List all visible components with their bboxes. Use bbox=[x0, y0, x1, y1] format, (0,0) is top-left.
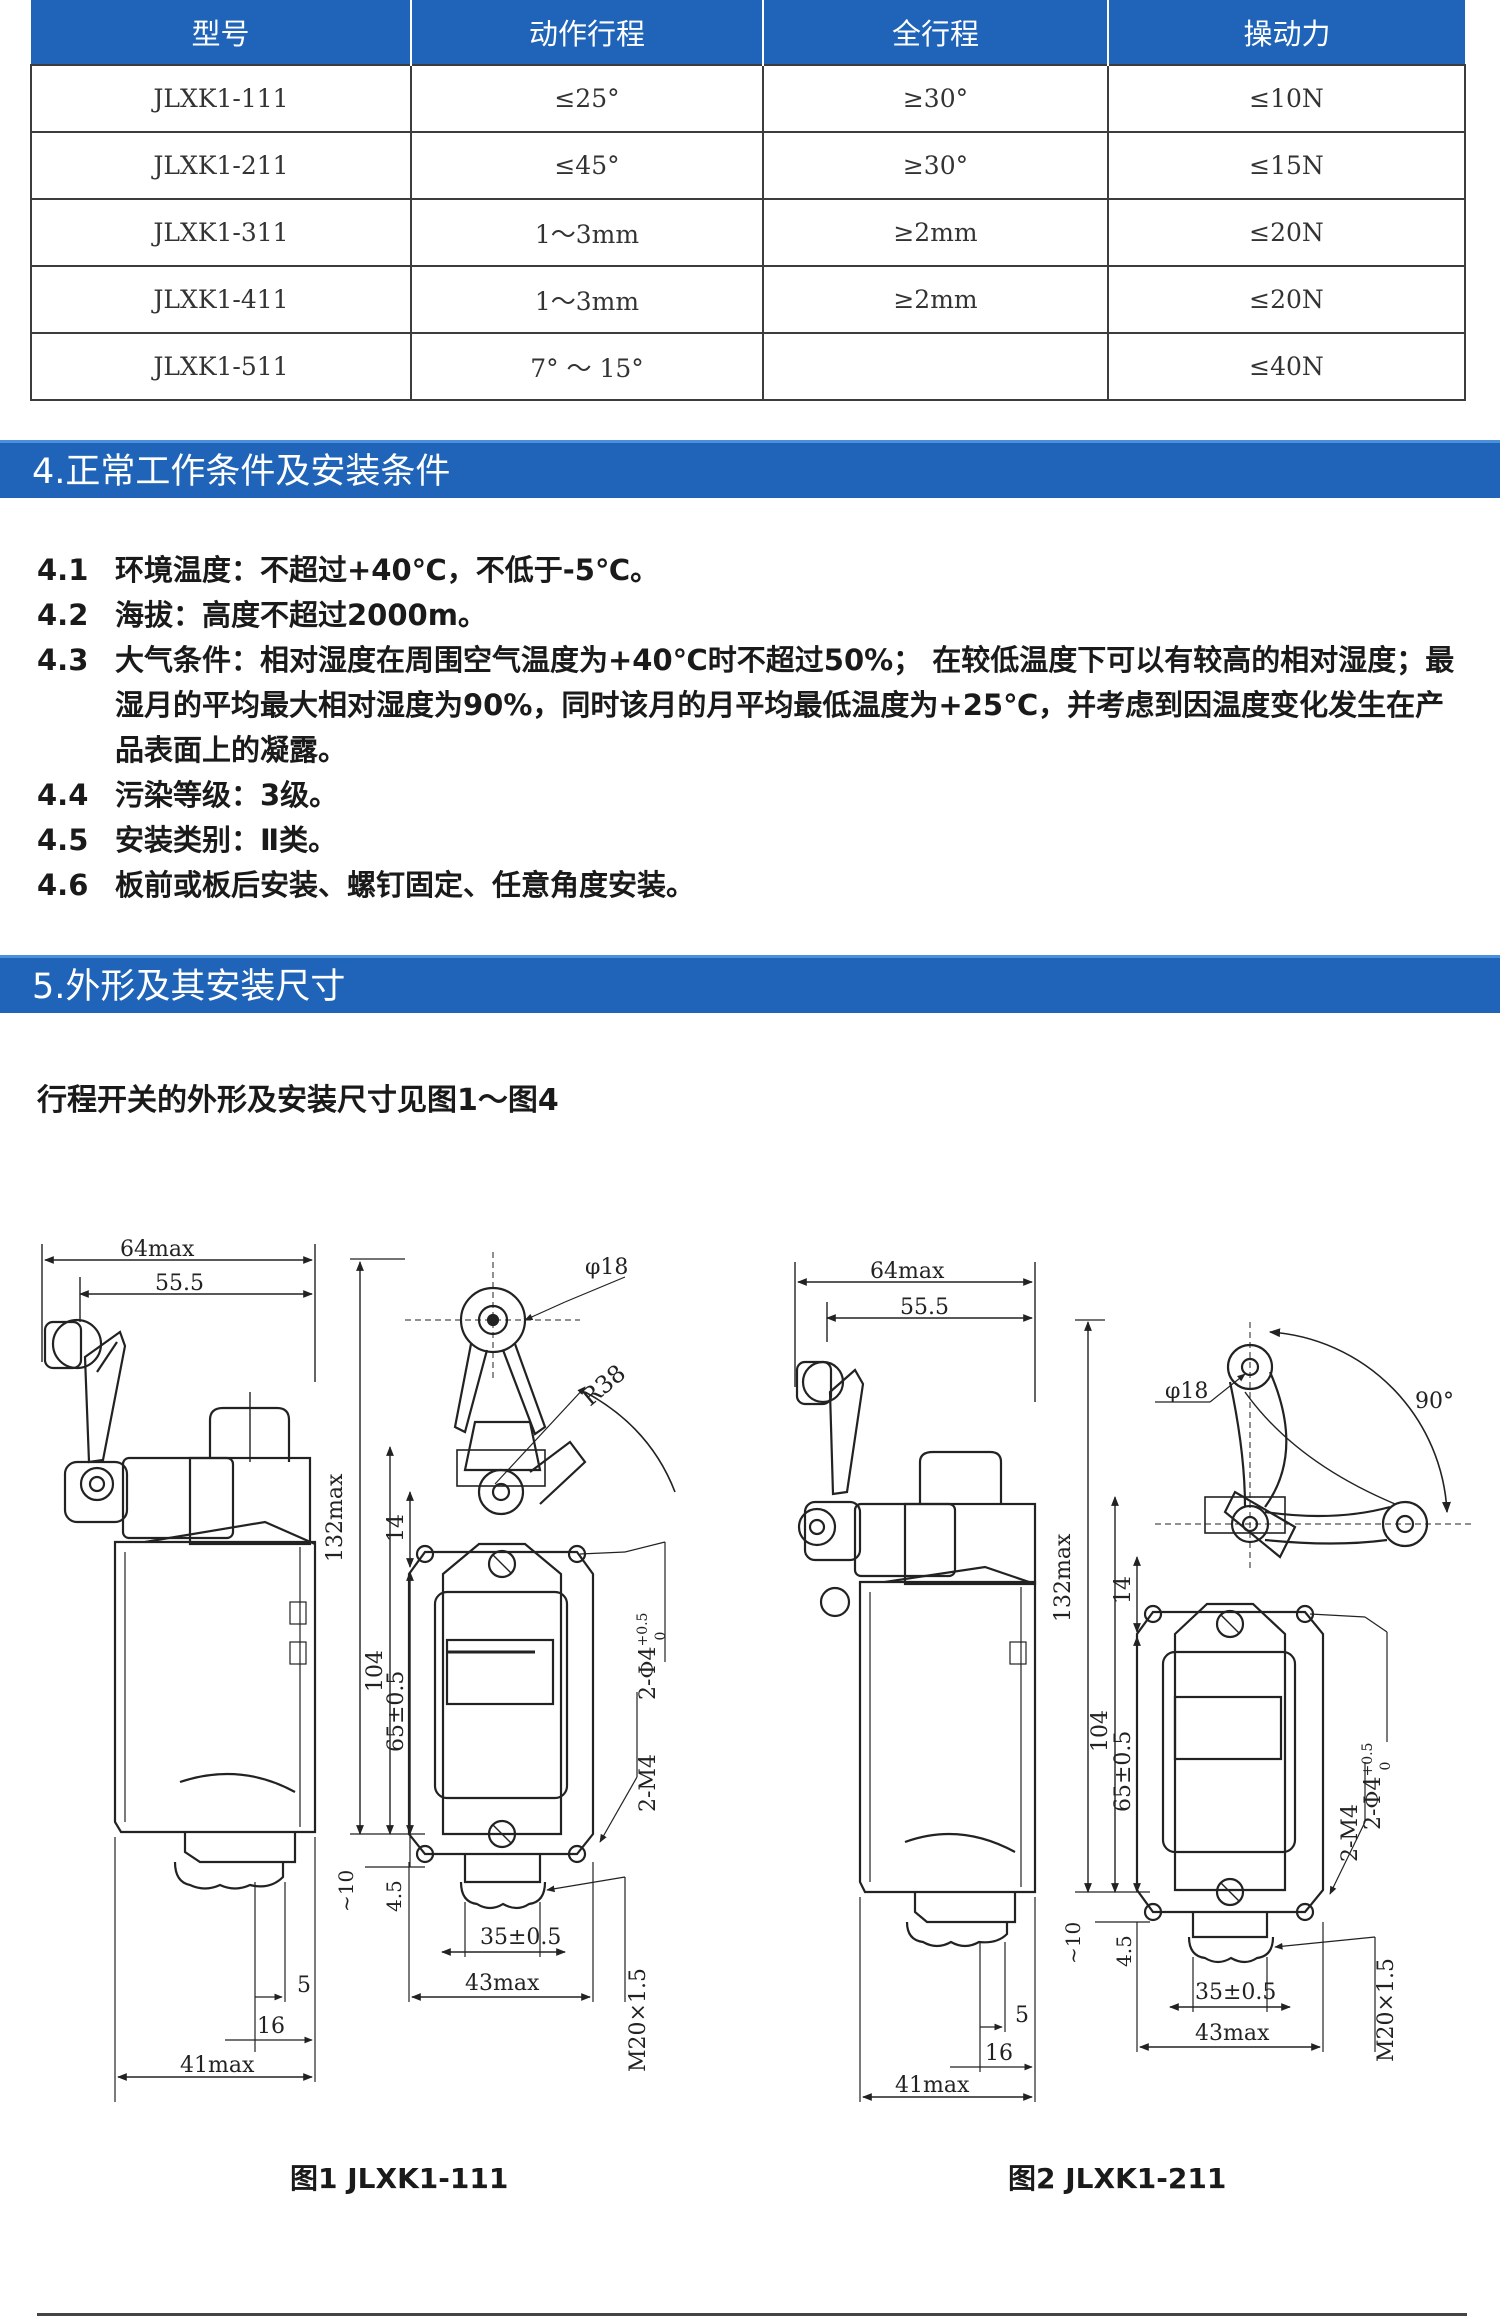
item-number: 4.6 bbox=[37, 868, 89, 902]
side-view bbox=[794, 1262, 1037, 2102]
dim-41max: 41max bbox=[180, 2053, 255, 2078]
dim-16: 16 bbox=[257, 2014, 285, 2039]
cell-model: JLXK1-511 bbox=[30, 332, 412, 401]
dim-d35: 35±0.5 bbox=[480, 1925, 561, 1950]
dim-screw: 2-M4 bbox=[1338, 1804, 1363, 1862]
cell-action-travel: 1～3mm bbox=[410, 198, 764, 267]
dim-d43: 43max bbox=[1195, 2021, 1270, 2046]
table-row: JLXK1-311 1～3mm ≥2mm ≤20N bbox=[30, 198, 1466, 267]
item-number: 4.2 bbox=[37, 598, 89, 632]
cell-model: JLXK1-311 bbox=[30, 198, 412, 267]
section-4-title: 4.正常工作条件及安装条件 bbox=[0, 440, 1500, 498]
cell-model: JLXK1-211 bbox=[30, 131, 412, 200]
dim-angle: 90° bbox=[1415, 1389, 1454, 1414]
dim-h104: 104 bbox=[363, 1650, 388, 1692]
list-item: 4.3 大气条件：相对湿度在周围空气温度为+40℃时不超过50%； 在较低温度下… bbox=[37, 638, 1457, 773]
figure-1-caption: 图1 JLXK1-111 bbox=[290, 2162, 509, 2195]
figure-2-caption: 图2 JLXK1-211 bbox=[1008, 2162, 1227, 2195]
dim-h104: 104 bbox=[1088, 1710, 1113, 1752]
dim-d10: ~10 bbox=[334, 1870, 358, 1912]
cell-operating-force: ≤20N bbox=[1107, 265, 1466, 334]
dim-h14: 14 bbox=[384, 1514, 409, 1542]
cell-full-travel: ≥30° bbox=[762, 64, 1109, 133]
dim-d45: 4.5 bbox=[1112, 1935, 1136, 1967]
table-header-row: 型号 动作行程 全行程 操动力 bbox=[31, 0, 1465, 65]
item-text: 板前或板后安装、螺钉固定、任意角度安装。 bbox=[115, 868, 696, 902]
dim-thread: M20×1.5 bbox=[1374, 1958, 1399, 2062]
header-action-travel: 动作行程 bbox=[411, 0, 764, 65]
list-item: 4.6 板前或板后安装、螺钉固定、任意角度安装。 bbox=[37, 863, 1457, 908]
dim-thread: M20×1.5 bbox=[626, 1968, 651, 2072]
cell-action-travel: ≤45° bbox=[410, 131, 764, 200]
dim-h14: 14 bbox=[1111, 1576, 1136, 1604]
table-row: JLXK1-511 7° ～ 15° ≤40N bbox=[30, 332, 1466, 401]
list-item: 4.2 海拔：高度不超过2000m。 bbox=[37, 593, 1457, 638]
dim-roller-dia: φ18 bbox=[1165, 1379, 1208, 1404]
table-row: JLXK1-211 ≤45° ≥30° ≤15N bbox=[30, 131, 1466, 200]
item-text: 海拔：高度不超过2000m。 bbox=[115, 598, 487, 632]
dim-d43: 43max bbox=[465, 1971, 540, 1996]
conditions-list: 4.1 环境温度：不超过+40℃，不低于-5℃。 4.2 海拔：高度不超过200… bbox=[37, 548, 1457, 908]
item-number: 4.1 bbox=[37, 553, 89, 587]
table-row: JLXK1-411 1～3mm ≥2mm ≤20N bbox=[30, 265, 1466, 334]
dim-height-max: 132max bbox=[1051, 1533, 1076, 1622]
dim-5: 5 bbox=[1015, 2003, 1029, 2028]
dim-h65: 65±0.5 bbox=[384, 1671, 409, 1752]
dim-width-max: 64max bbox=[120, 1237, 195, 1262]
figure-1-drawing: 64max 55.5 41max 16 5 bbox=[25, 1222, 715, 2102]
dim-d10: ~10 bbox=[1061, 1922, 1085, 1964]
cell-model: JLXK1-411 bbox=[30, 265, 412, 334]
item-number: 4.4 bbox=[37, 778, 89, 812]
dim-roller-dia: φ18 bbox=[585, 1255, 628, 1280]
cell-action-travel: 1～3mm bbox=[410, 265, 764, 334]
item-text: 安装类别：Ⅱ类。 bbox=[115, 823, 338, 857]
cell-model: JLXK1-111 bbox=[30, 64, 412, 133]
spec-table: 型号 动作行程 全行程 操动力 JLXK1-111 ≤25° ≥30° ≤10N… bbox=[30, 0, 1466, 401]
front-view bbox=[1075, 1319, 1475, 2052]
section-5-title: 5.外形及其安装尺寸 bbox=[0, 955, 1500, 1013]
cell-operating-force: ≤20N bbox=[1107, 198, 1466, 267]
list-item: 4.1 环境温度：不超过+40℃，不低于-5℃。 bbox=[37, 548, 1457, 593]
item-text: 大气条件：相对湿度在周围空气温度为+40℃时不超过50%； 在较低温度下可以有较… bbox=[115, 643, 1455, 767]
bottom-divider bbox=[37, 2313, 1467, 2316]
dim-width: 55.5 bbox=[155, 1271, 204, 1296]
cell-operating-force: ≤40N bbox=[1107, 332, 1466, 401]
header-model: 型号 bbox=[31, 0, 412, 65]
dim-d35: 35±0.5 bbox=[1195, 1980, 1276, 2005]
side-view bbox=[41, 1244, 317, 2102]
cell-action-travel: 7° ～ 15° bbox=[410, 332, 764, 401]
dim-width-max: 64max bbox=[870, 1259, 945, 1284]
header-full-travel: 全行程 bbox=[763, 0, 1109, 65]
front-view bbox=[350, 1252, 676, 2002]
item-text: 环境温度：不超过+40℃，不低于-5℃。 bbox=[115, 553, 660, 587]
list-item: 4.4 污染等级：3级。 bbox=[37, 773, 1457, 818]
cell-full-travel: ≥30° bbox=[762, 131, 1109, 200]
item-text: 污染等级：3级。 bbox=[115, 778, 339, 812]
cell-operating-force: ≤15N bbox=[1107, 131, 1466, 200]
dim-height-max: 132max bbox=[323, 1473, 348, 1562]
item-number: 4.5 bbox=[37, 823, 89, 857]
cell-full-travel bbox=[762, 332, 1109, 401]
dim-screw: 2-M4 bbox=[636, 1754, 661, 1812]
cell-full-travel: ≥2mm bbox=[762, 198, 1109, 267]
dim-5: 5 bbox=[297, 1973, 311, 1998]
header-operating-force: 操动力 bbox=[1108, 0, 1465, 65]
dim-41max: 41max bbox=[895, 2073, 970, 2098]
dim-d45: 4.5 bbox=[382, 1880, 406, 1912]
cell-action-travel: ≤25° bbox=[410, 64, 764, 133]
table-row: JLXK1-111 ≤25° ≥30° ≤10N bbox=[30, 64, 1466, 133]
cell-full-travel: ≥2mm bbox=[762, 265, 1109, 334]
cell-operating-force: ≤10N bbox=[1107, 64, 1466, 133]
dim-h65: 65±0.5 bbox=[1111, 1731, 1136, 1812]
figure-2-drawing: 64max 55.5 41max 16 5 bbox=[775, 1222, 1485, 2102]
dim-width: 55.5 bbox=[900, 1295, 949, 1320]
list-item: 4.5 安装类别：Ⅱ类。 bbox=[37, 818, 1457, 863]
item-number: 4.3 bbox=[37, 643, 89, 677]
section-5-intro: 行程开关的外形及安装尺寸见图1～图4 bbox=[37, 1083, 559, 1118]
dim-16: 16 bbox=[985, 2041, 1013, 2066]
